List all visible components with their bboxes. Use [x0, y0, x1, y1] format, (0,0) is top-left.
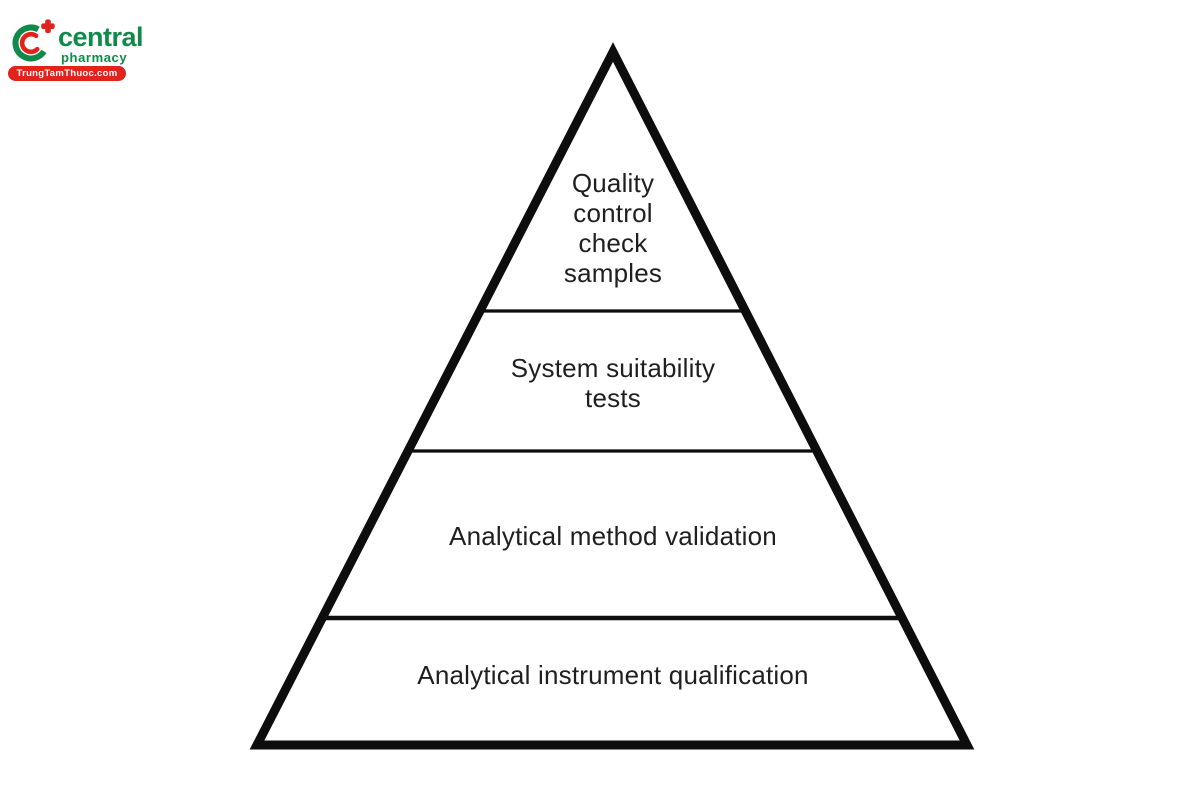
brand-domain-badge: TrungTamThuoc.com [8, 66, 126, 81]
plus-icon [41, 19, 55, 33]
brand-name: central [58, 22, 144, 52]
pyramid-outline [249, 42, 975, 750]
brand-subtitle: pharmacy [61, 50, 128, 65]
central-pharmacy-logo-icon [12, 19, 55, 62]
